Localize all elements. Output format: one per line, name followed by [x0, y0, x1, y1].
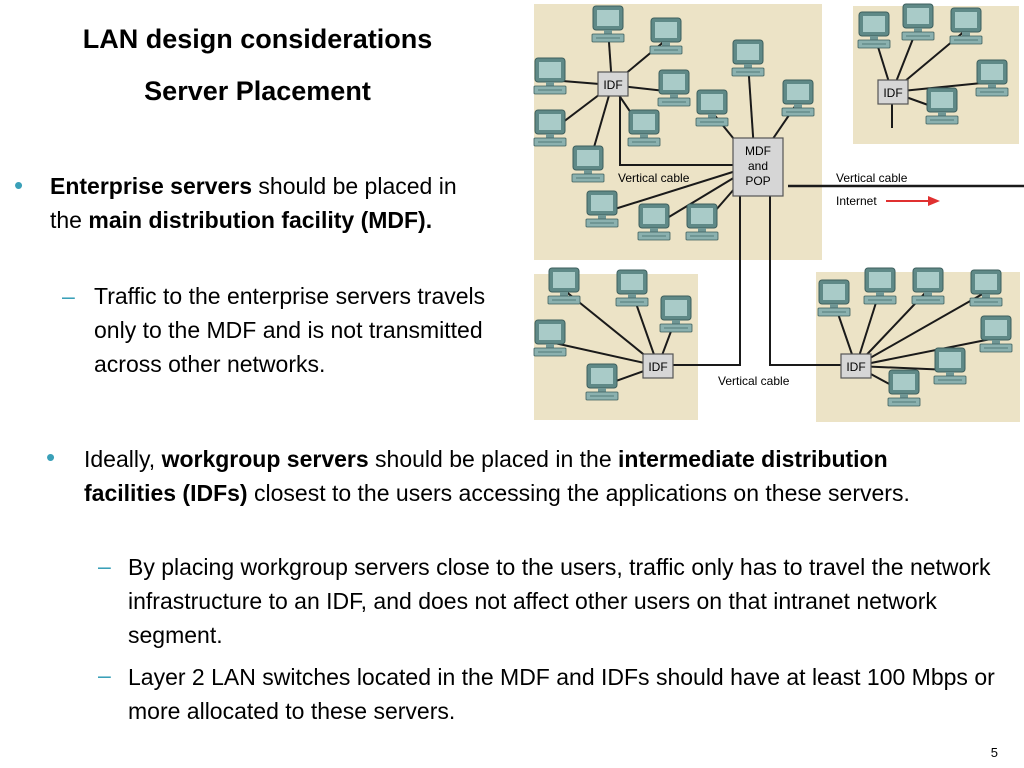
idf-box-bottom-right: IDF: [840, 353, 872, 379]
computer-icon: [933, 347, 967, 385]
network-diagram: IDF IDF IDF IDF MDF and POP Vertical cab…: [533, 3, 1024, 422]
computer-icon: [863, 267, 897, 305]
vertical-cable-label: Vertical cable: [718, 374, 790, 388]
bullet-text: Ideally,: [84, 446, 162, 472]
computer-icon: [649, 17, 683, 55]
sub-bullet-marker: –: [98, 662, 111, 688]
computer-icon: [685, 203, 719, 241]
computer-icon: [979, 315, 1013, 353]
computer-icon: [585, 363, 619, 401]
bullet-text: should be placed in the: [50, 173, 457, 233]
sub-bullet-marker: –: [98, 553, 111, 579]
computer-icon: [969, 269, 1003, 307]
vertical-cable-label: Vertical cable: [836, 171, 908, 185]
idf-box-top-left: IDF: [597, 71, 629, 97]
computer-icon: [657, 69, 691, 107]
computer-icon: [975, 59, 1009, 97]
computer-icon: [949, 7, 983, 45]
idf-label: IDF: [883, 86, 902, 100]
computer-icon: [887, 369, 921, 407]
bullet-text: closest to the users accessing the appli…: [247, 480, 910, 506]
sub-bullet-marker: –: [62, 283, 75, 309]
bullet-enterprise-servers: Enterprise servers should be placed in t…: [50, 169, 460, 237]
computer-icon: [817, 279, 851, 317]
computer-icon: [533, 319, 567, 357]
idf-label: IDF: [846, 360, 865, 374]
computer-icon: [695, 89, 729, 127]
computer-icon: [571, 145, 605, 183]
idf-box-top-right: IDF: [877, 79, 909, 105]
slide-title: LAN design considerations: [82, 24, 433, 54]
bold-idfs: intermediate distribution facilities (ID…: [84, 446, 888, 506]
bullet-workgroup-servers: Ideally, workgroup servers should be pla…: [84, 442, 964, 510]
idf-box-bottom-left: IDF: [642, 353, 674, 379]
computer-icon: [925, 87, 959, 125]
computer-icon: [533, 57, 567, 95]
computer-icon: [781, 79, 815, 117]
computer-icon: [659, 295, 693, 333]
mdf-label: POP: [745, 174, 770, 188]
sub-bullet-workgroup-traffic: By placing workgroup servers close to th…: [128, 554, 991, 648]
mdf-pop-box: MDF and POP: [732, 137, 784, 197]
computer-icon: [585, 190, 619, 228]
computer-icon: [637, 203, 671, 241]
internet-arrow-head: [928, 196, 940, 206]
idf-label: IDF: [648, 360, 667, 374]
bullet-marker: •: [14, 170, 24, 200]
bold-mdf: main distribution facility (MDF).: [88, 207, 433, 233]
bold-enterprise-servers: Enterprise servers: [50, 173, 253, 199]
computer-icon: [731, 39, 765, 77]
bold-workgroup-servers: workgroup servers: [161, 446, 369, 472]
sub-bullet-layer2-switches: Layer 2 LAN switches located in the MDF …: [128, 664, 995, 724]
vertical-cable-label: Vertical cable: [618, 171, 690, 185]
computer-icon: [627, 109, 661, 147]
page-number: 5: [990, 745, 998, 760]
slide-subtitle: Server Placement: [144, 76, 371, 106]
internet-label: Internet: [836, 194, 877, 208]
computer-icon: [857, 11, 891, 49]
computer-icon: [591, 5, 625, 43]
computer-icon: [615, 269, 649, 307]
bullet-marker: •: [46, 442, 56, 472]
mdf-label: and: [748, 159, 768, 173]
computer-icon: [547, 267, 581, 305]
computer-icon: [533, 109, 567, 147]
computer-icon: [901, 3, 935, 41]
bullet-text: should be placed in the: [368, 446, 619, 472]
idf-label: IDF: [603, 78, 622, 92]
sub-bullet-enterprise-traffic: Traffic to the enterprise servers travel…: [94, 283, 486, 377]
mdf-label: MDF: [745, 144, 771, 158]
computer-icon: [911, 267, 945, 305]
